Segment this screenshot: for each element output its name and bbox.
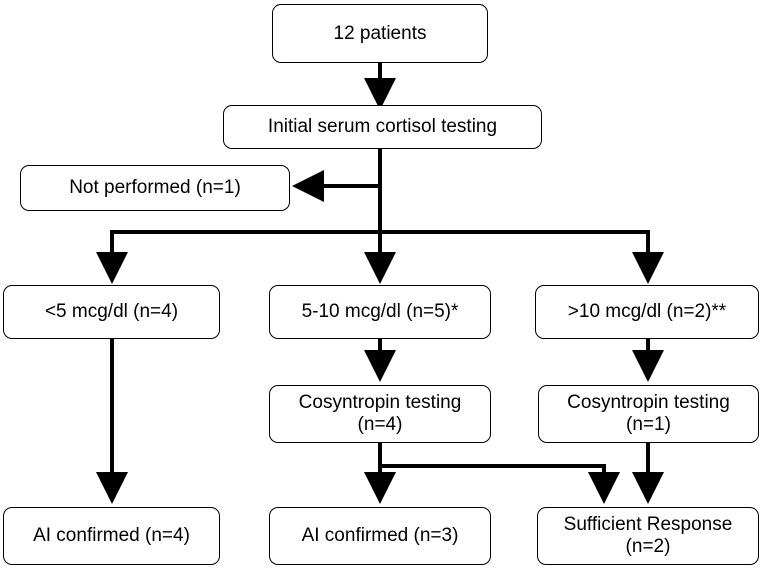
node-label: Not performed (n=1) [69, 177, 241, 198]
node-label: 5-10 mcg/dl (n=5)* [301, 301, 459, 322]
node-ai-confirmed-mid: AI confirmed (n=3) [269, 507, 491, 565]
node-label: 12 patients [333, 22, 427, 44]
node-initial-testing: Initial serum cortisol testing [223, 105, 542, 149]
node-label: <5 mcg/dl (n=4) [44, 301, 179, 322]
node-label: Initial serum cortisol testing [267, 116, 498, 137]
node-label-line2: (n=2) [625, 536, 671, 557]
node-label-line2: (n=4) [357, 414, 403, 435]
node-cosyntropin-mid: Cosyntropin testing (n=4) [269, 385, 491, 443]
node-not-performed: Not performed (n=1) [20, 165, 290, 211]
node-sufficient-response: Sufficient Response (n=2) [537, 507, 759, 565]
node-label: AI confirmed (n=4) [33, 525, 190, 546]
node-label: AI confirmed (n=3) [301, 525, 459, 546]
node-ai-confirmed-lt5: AI confirmed (n=4) [3, 507, 220, 565]
arrow-cosyn-to-sufficient [378, 464, 620, 504]
node-gt10: >10 mcg/dl (n=2)** [535, 285, 759, 339]
node-5-10: 5-10 mcg/dl (n=5)* [269, 285, 491, 339]
node-label-line1: Cosyntropin testing [298, 392, 462, 413]
node-12-patients: 12 patients [272, 4, 488, 63]
node-label-line2: (n=1) [626, 414, 671, 435]
node-label: >10 mcg/dl (n=2)** [567, 301, 727, 322]
node-label-line1: Cosyntropin testing [567, 392, 730, 413]
node-lt5: <5 mcg/dl (n=4) [3, 285, 220, 339]
node-cosyntropin-gt10: Cosyntropin testing (n=1) [538, 385, 759, 443]
node-label-line1: Sufficient Response [563, 514, 733, 535]
